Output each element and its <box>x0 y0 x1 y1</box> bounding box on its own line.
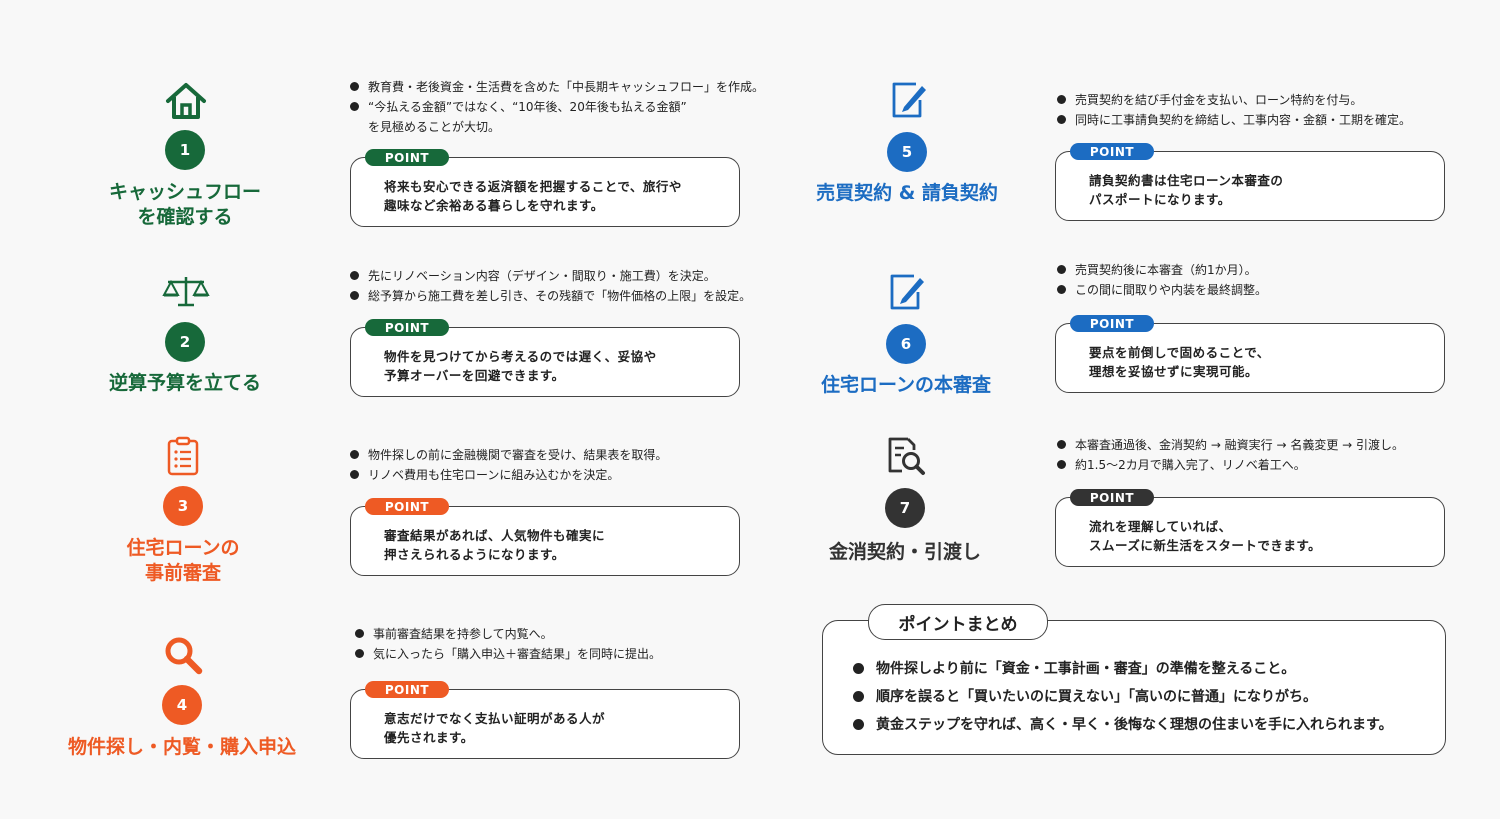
step-number: 1 <box>165 130 205 170</box>
summary-item: 順序を誤ると「買いたいのに買えない」「高いのに普通」になりがち。 <box>853 686 1317 706</box>
point-box: POINT 審査結果があれば、人気物件も確実に押さえられるようになります。 <box>350 498 740 576</box>
bullet-list: 教育費・老後資金・生活費を含めた「中長期キャッシュフロー」を作成。 “今払える金… <box>350 77 764 137</box>
point-text: 物件を見つけてから考えるのでは遅く、妥協や予算オーバーを回避できます。 <box>384 349 657 383</box>
point-box: POINT 流れを理解していれば、スムーズに新生活をスタートできます。 <box>1055 489 1445 567</box>
step-title: 物件探し・内覧・購入申込 <box>67 736 296 758</box>
bullet: 約1.5～2カ月で購入完了、リノベ着工へ。 <box>1057 455 1404 475</box>
point-badge: POINT <box>1070 143 1154 160</box>
bullet: 教育費・老後資金・生活費を含めた「中長期キャッシュフロー」を作成。 <box>350 77 764 97</box>
bullet-list: 売買契約を結び手付金を支払い、ローン特約を付与。 同時に工事請負契約を締結し、工… <box>1057 90 1411 130</box>
step-number: 4 <box>162 685 202 725</box>
step-title: 売買契約 & 請負契約 <box>816 182 998 204</box>
bullet-list: 事前審査結果を持参して内覧へ。 気に入ったら「購入申込＋審査結果」を同時に提出。 <box>355 624 661 664</box>
bullet-list: 物件探しの前に金融機関で審査を受け、結果表を取得。 リノベ費用も住宅ローンに組み… <box>350 445 667 485</box>
step-title: 住宅ローンの事前審査 <box>126 537 240 584</box>
summary-item: 物件探しより前に「資金・工事計画・審査」の準備を整えること。 <box>853 658 1295 678</box>
summary-item: 黄金ステップを守れば、高く・早く・後悔なく理想の住まいを手に入れられます。 <box>853 714 1393 734</box>
magnifier-icon <box>165 637 203 675</box>
point-badge: POINT <box>365 319 449 336</box>
summary-box: ポイントまとめ 物件探しより前に「資金・工事計画・審査」の準備を整えること。 順… <box>822 604 1446 755</box>
bullet: 総予算から施工費を差し引き、その残額で「物件価格の上限」を設定。 <box>350 286 751 306</box>
step-title: 住宅ローンの本審査 <box>820 374 992 396</box>
bullet: この間に間取りや内装を最終調整。 <box>1057 280 1267 300</box>
point-text: 審査結果があれば、人気物件も確実に押さえられるようになります。 <box>384 528 606 562</box>
contract-pen-icon <box>890 274 924 310</box>
step-number: 5 <box>887 132 927 172</box>
bullet: 本審査通過後、金消契約 → 融資実行 → 名義変更 → 引渡し。 <box>1057 435 1404 455</box>
bullet: リノベ費用も住宅ローンに組み込むかを決定。 <box>350 465 667 485</box>
summary-title: ポイントまとめ <box>868 604 1048 640</box>
bullet-list: 売買契約後に本審査（約1か月）。 この間に間取りや内装を最終調整。 <box>1057 260 1267 300</box>
point-box: POINT 物件を見つけてから考えるのでは遅く、妥協や予算オーバーを回避できます… <box>350 319 740 397</box>
bullet: “今払える金額”ではなく、“10年後、20年後も払える金額” <box>350 97 764 117</box>
point-badge: POINT <box>365 681 449 698</box>
bullet: 売買契約を結び手付金を支払い、ローン特約を付与。 <box>1057 90 1411 110</box>
scale-icon <box>162 277 210 307</box>
point-box: POINT 要点を前倒しで固めることで、理想を妥協せずに実現可能。 <box>1055 315 1445 393</box>
contract-pen-icon <box>892 82 926 118</box>
step-title: 金消契約・引渡し <box>828 541 981 563</box>
point-text: 将来も安心できる返済額を把握することで、旅行や趣味など余裕ある暮らしを守れます。 <box>384 179 682 213</box>
bullet-list: 本審査通過後、金消契約 → 融資実行 → 名義変更 → 引渡し。 約1.5～2カ… <box>1057 435 1404 475</box>
step-title: キャッシュフローを確認する <box>108 181 261 228</box>
point-badge: POINT <box>365 149 449 166</box>
step-number: 7 <box>885 488 925 528</box>
point-box: POINT 意志だけでなく支払い証明がある人が優先されます。 <box>350 681 740 759</box>
point-badge: POINT <box>1070 489 1154 506</box>
clipboard-icon <box>167 436 199 476</box>
point-badge: POINT <box>365 498 449 515</box>
bullet: 売買契約後に本審査（約1か月）。 <box>1057 260 1267 280</box>
bullet-continuation: を見極めることが大切。 <box>368 120 501 134</box>
bullet: 物件探しの前に金融機関で審査を受け、結果表を取得。 <box>350 445 667 465</box>
point-badge: POINT <box>1070 315 1154 332</box>
step-number: 6 <box>886 324 926 364</box>
point-text: 請負契約書は住宅ローン本審査のパスポートになります。 <box>1089 173 1284 207</box>
bullet: 事前審査結果を持参して内覧へ。 <box>355 624 661 644</box>
document-search-icon <box>888 437 925 475</box>
bullet: 気に入ったら「購入申込＋審査結果」を同時に提出。 <box>355 644 661 664</box>
bullet: 同時に工事請負契約を締結し、工事内容・金額・工期を確定。 <box>1057 110 1411 130</box>
bullet-list: 先にリノベーション内容（デザイン・間取り・施工費）を決定。 総予算から施工費を差… <box>350 266 751 306</box>
step-title: 逆算予算を立てる <box>108 372 261 394</box>
point-box: POINT 将来も安心できる返済額を把握することで、旅行や趣味など余裕ある暮らし… <box>350 149 740 227</box>
point-text: 流れを理解していれば、スムーズに新生活をスタートできます。 <box>1089 519 1322 553</box>
point-text: 要点を前倒しで固めることで、理想を妥協せずに実現可能。 <box>1089 345 1270 379</box>
step-number: 2 <box>165 322 205 362</box>
step-number: 3 <box>163 486 203 526</box>
bullet: 先にリノベーション内容（デザイン・間取り・施工費）を決定。 <box>350 266 751 286</box>
house-icon <box>166 83 206 119</box>
point-text: 意志だけでなく支払い証明がある人が優先されます。 <box>384 711 606 745</box>
point-box: POINT 請負契約書は住宅ローン本審査のパスポートになります。 <box>1055 143 1445 221</box>
